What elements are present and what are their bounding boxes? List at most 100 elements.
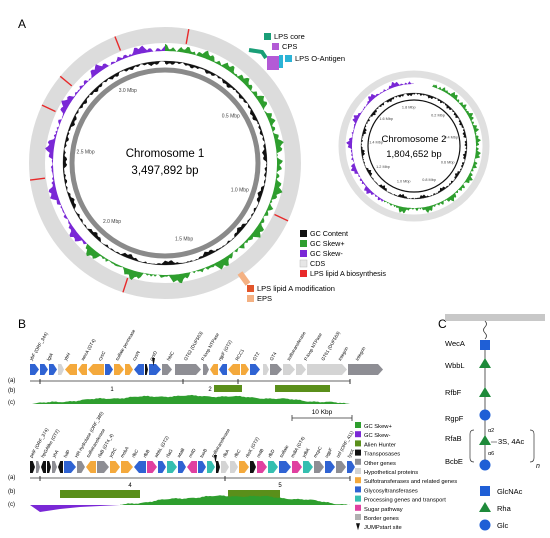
row1-label-c: (c): [8, 400, 15, 406]
gene-arrow: [216, 461, 220, 473]
chr1-gc-skew-track: [53, 43, 284, 284]
row1-segment-1: 1: [110, 387, 114, 393]
gene-arrow: [78, 364, 87, 375]
legend-swatch: [355, 486, 361, 493]
tick-label: 0.6 Mbp: [441, 161, 455, 165]
legend-label: Other genes: [364, 461, 396, 467]
glc-circle: [479, 409, 491, 421]
rha-triangle: [479, 358, 491, 368]
chr1-gc-content-track: [63, 61, 267, 265]
gene-label: rfbA: [222, 448, 231, 459]
legend-swatch: [300, 270, 307, 277]
chr2-backbone: [367, 99, 461, 193]
tick-label: 2.0 Mbp: [103, 219, 121, 225]
row1-label-b: (b): [8, 388, 15, 394]
legend-label: GC Skew+: [310, 239, 345, 248]
region-row-2-tracks: 4 5 (a) (b) (c): [8, 475, 351, 512]
membrane-bar: [445, 314, 545, 321]
row2-label-b: (b): [8, 489, 15, 495]
legend-label: JUMPstart site: [364, 525, 402, 531]
gene-arrow: [58, 364, 64, 375]
gene-arrow: [239, 461, 249, 473]
chr1-name: Chromosome 1: [126, 148, 205, 160]
lps-o-antigen-label: LPS O-Antigen: [295, 54, 345, 63]
tick-label: 1.0 Mbp: [397, 180, 411, 184]
legend-swatch: [300, 230, 307, 237]
row2-alien-hunter-block: [228, 490, 280, 498]
lipidA-mark: [185, 28, 190, 44]
row1-alien-hunter-block: [275, 385, 330, 392]
gene-label: rfbB: [142, 449, 151, 459]
lps-o-antigen-swatch: [285, 55, 292, 62]
legend-swatch: [355, 422, 361, 428]
gene-arrow: [97, 461, 109, 473]
gene-arrow: [49, 364, 57, 375]
gene-arrow: [336, 461, 346, 473]
gene-label: integrin: [337, 346, 349, 362]
gene-label: P-loop NTPase: [303, 332, 323, 362]
enzyme-wbbl: WbbL: [445, 361, 465, 370]
gene-arrow: [64, 461, 76, 473]
chr2-cds-ring: [338, 70, 490, 222]
gene-arrow: [268, 461, 278, 473]
tick-label: 0.8 Mbp: [422, 178, 436, 182]
lipid-linker: [483, 320, 487, 340]
enzyme-weca: WecA: [445, 339, 465, 348]
rha-triangle: [479, 435, 491, 445]
glc-legend-icon: [479, 519, 491, 531]
gene-label: rfbC: [233, 448, 242, 459]
row2-gc-skew-neg: [30, 505, 120, 512]
gene-arrow: [105, 364, 113, 375]
legend-swatch: [355, 495, 361, 502]
legend-swatch: [355, 468, 361, 474]
chr1-size: 3,497,892 bp: [131, 165, 198, 177]
gene-arrow: [296, 364, 306, 375]
region-row-2-genes: [30, 455, 355, 473]
enzyme-rfbf: RfbF: [445, 388, 462, 397]
gene-arrow: [250, 364, 260, 375]
legend-label: GC Skew+: [364, 424, 392, 430]
lipidA-mark: [274, 213, 289, 222]
gene-arrow: [263, 364, 269, 375]
gene-arrow: [307, 364, 347, 375]
legend-label: LPS lipid A biosynthesis: [310, 269, 386, 278]
gene-label: wecA (GT4): [80, 338, 97, 362]
lipidA-mod-label: LPS lipid A modification: [257, 284, 335, 293]
lps-core-marker: [248, 48, 268, 60]
gene-arrow: [228, 364, 240, 375]
gene-arrow: [30, 364, 39, 375]
row1-gc-skew: [30, 394, 350, 404]
chr2-size: 1,804,652 bp: [386, 149, 441, 160]
gene-arrow: [58, 461, 63, 473]
glc-legend-label: Glc: [497, 521, 509, 530]
gene-arrow: [149, 364, 161, 375]
tick-label: 0.2 Mbp: [431, 114, 445, 118]
gene-arrow: [30, 461, 35, 473]
chr1-callouts: LPS core CPS LPS O-Antigen LPS lipid A m…: [237, 32, 345, 303]
gene-arrow: [219, 364, 227, 375]
legend-swatch: [355, 504, 361, 511]
chr2-name: Chromosome 2: [382, 134, 447, 145]
lps-core-label: LPS core: [274, 32, 305, 41]
gene-label: ycbC: [108, 446, 118, 458]
chr1-cds-ring: [29, 27, 301, 299]
gene-label: ydbK: [301, 446, 311, 458]
tick-label: 1.6 Mbp: [379, 117, 393, 121]
scale-bar-label: 10 Kbp: [312, 409, 333, 416]
enzyme-rfab: RfaB: [445, 434, 462, 443]
enzyme-rgpf: RgpF: [445, 414, 464, 423]
gene-label: rfaG: [165, 448, 174, 459]
gene-arrow: [175, 364, 201, 375]
gene-arrow: [198, 461, 206, 473]
gene-arrow: [314, 461, 324, 473]
tick-label: 0.4 Mbp: [444, 135, 458, 139]
glcnac-legend-icon: [480, 486, 490, 496]
gene-arrow: [178, 461, 186, 473]
gene-label: rfbD: [267, 448, 276, 459]
modification-label: 3S, 4Ac: [498, 437, 525, 446]
gene-label: ugpF: [324, 447, 334, 459]
